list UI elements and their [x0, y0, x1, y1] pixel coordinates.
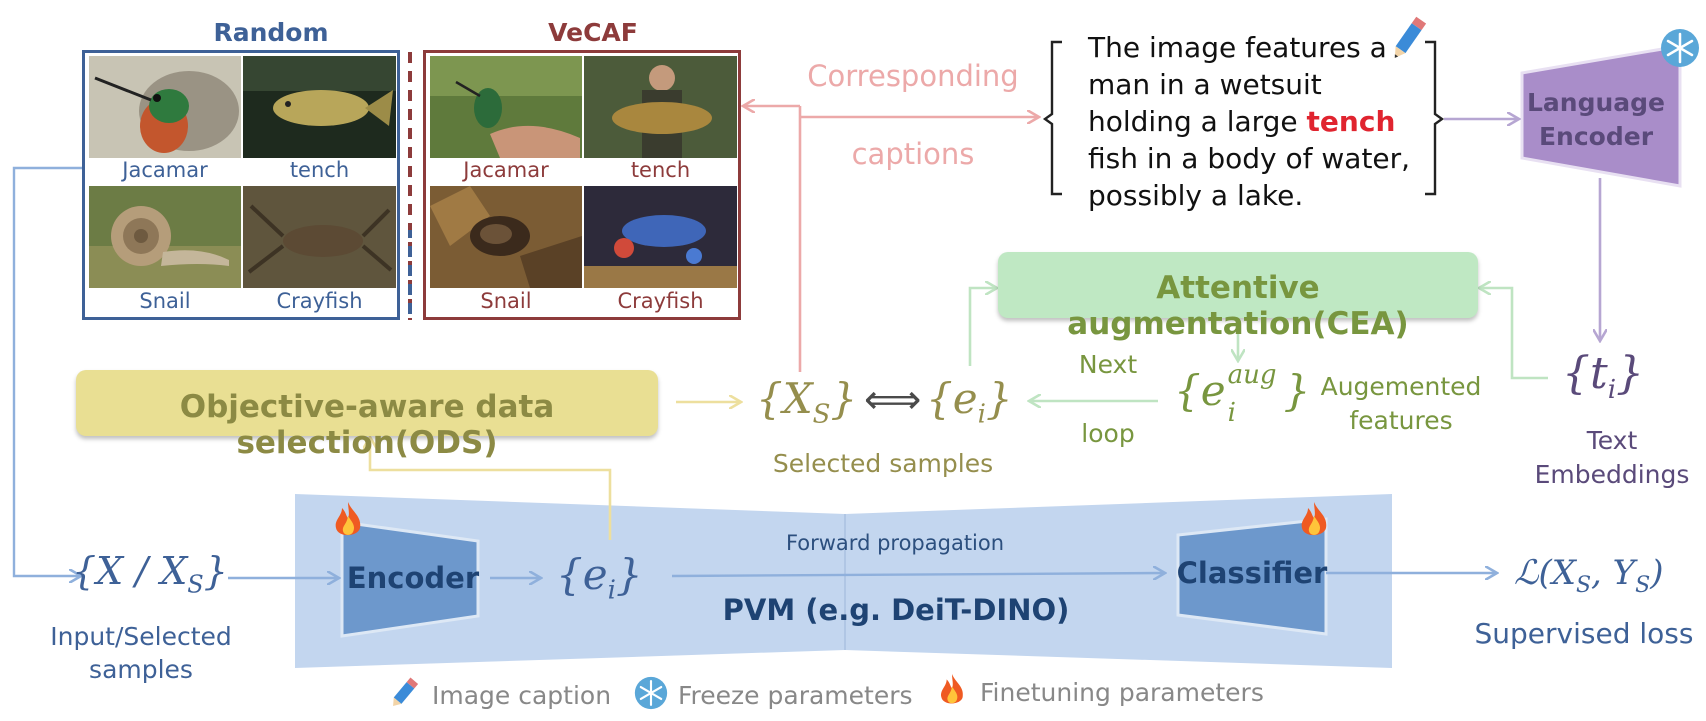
caption-bracket-left [1042, 40, 1062, 196]
selected-samples-label: Selected samples [772, 449, 994, 478]
caption-highlight-tench: tench [1306, 105, 1396, 138]
caption-line-3: holding a large [1088, 105, 1307, 138]
next-label: Next [1078, 350, 1138, 379]
pencil-icon [1394, 16, 1426, 58]
input-label-line2: samples [89, 655, 193, 684]
arrow-ti-to-cea [1480, 288, 1548, 380]
random-panel: Jacamar tench Snail Crayfish [82, 50, 400, 320]
caption-line-1: The image features a [1088, 31, 1387, 64]
snowflake-icon [1661, 29, 1699, 67]
snail-photo [89, 186, 241, 288]
snowflake-icon [634, 676, 668, 710]
input-label-line1: Input/Selected [50, 622, 232, 651]
arrow-random-to-input [12, 166, 84, 576]
pvm-band [295, 494, 1392, 668]
arrow-selected-to-cea [968, 288, 996, 366]
augmented-label-line2: features [1349, 406, 1453, 435]
legend-finetune: Finetuning parameters [980, 678, 1264, 707]
fire-icon [941, 674, 963, 704]
classifier-shape [1176, 517, 1328, 636]
vecaf-label-tench: tench [584, 158, 737, 182]
caption-line-5: possibly a lake. [1088, 179, 1304, 212]
encoder-output-ei: {ei} [556, 550, 643, 606]
crayfish-photo [243, 186, 396, 288]
random-label-snail: Snail [89, 289, 241, 313]
random-label-tench: tench [243, 158, 396, 182]
corresponding-label: Corresponding [807, 59, 1019, 93]
caption-line-4: fish in a body of water, [1088, 142, 1411, 175]
legend-freeze: Freeze parameters [678, 681, 913, 710]
supervised-loss-label: Supervised loss [1474, 617, 1694, 650]
loop-label: loop [1081, 419, 1135, 448]
tench-photo [243, 56, 396, 158]
vecaf-tench-photo [584, 56, 737, 158]
random-title: Random [213, 18, 329, 47]
classifier-label: Classifier [1176, 556, 1328, 590]
encoder-label: Encoder [346, 561, 480, 595]
language-encoder-line2: Encoder [1538, 122, 1654, 151]
cea-box: Attentive augmentation(CEA) [998, 252, 1478, 342]
text-embeddings-line1: Text [1586, 426, 1638, 455]
legend-caption: Image caption [432, 681, 612, 710]
vecaf-label-crayfish: Crayfish [584, 289, 737, 313]
encoder-shape [340, 520, 480, 638]
augmented-label-line1: Augemented [1320, 372, 1482, 401]
fire-icon [335, 502, 361, 536]
caption-sample: The image features a man in a wetsuit ho… [1088, 29, 1410, 214]
text-embeddings-line2: Embeddings [1534, 460, 1690, 489]
equivalence-symbol: ⟺ [864, 377, 922, 423]
arrow-forward [671, 573, 1164, 576]
selected-ei: {ei} [926, 374, 1013, 430]
loss-math: ℒ(XS, YS) [1514, 553, 1664, 598]
random-label-jacamar: Jacamar [89, 158, 241, 182]
arrow-ei-to-ods [370, 438, 612, 540]
input-math: {X / XS} [72, 549, 228, 599]
vecaf-panel: Jacamar tench Snail Crayfish [423, 50, 741, 320]
random-label-crayfish: Crayfish [243, 289, 396, 313]
language-encoder-shape [1520, 44, 1682, 188]
language-encoder-line1: Language [1526, 88, 1666, 117]
caption-line-2: man in a wetsuit [1088, 68, 1322, 101]
vecaf-label-jacamar: Jacamar [430, 158, 582, 182]
cea-label: Attentive augmentation(CEA) [1067, 270, 1409, 342]
vecaf-label-snail: Snail [430, 289, 582, 313]
selected-xs: {XS} [756, 374, 858, 430]
ods-label: Objective-aware data selection(ODS) [179, 389, 555, 461]
text-embeddings-math: {ti} [1562, 348, 1645, 405]
forward-propagation-label: Forward propagation [785, 531, 1005, 555]
ods-box: Objective-aware data selection(ODS) [76, 370, 658, 461]
fire-icon [1301, 502, 1327, 536]
vecaf-title: VeCAF [548, 18, 638, 47]
vecaf-jacamar-photo [430, 56, 582, 158]
caption-bracket-right [1425, 40, 1445, 196]
captions-label: captions [851, 137, 975, 171]
jacamar-photo [89, 56, 241, 158]
pencil-icon [393, 677, 419, 707]
pvm-title: PVM (e.g. DeiT-DINO) [722, 593, 1070, 627]
vecaf-snail-photo [430, 186, 582, 288]
vecaf-crayfish-photo [584, 186, 737, 288]
